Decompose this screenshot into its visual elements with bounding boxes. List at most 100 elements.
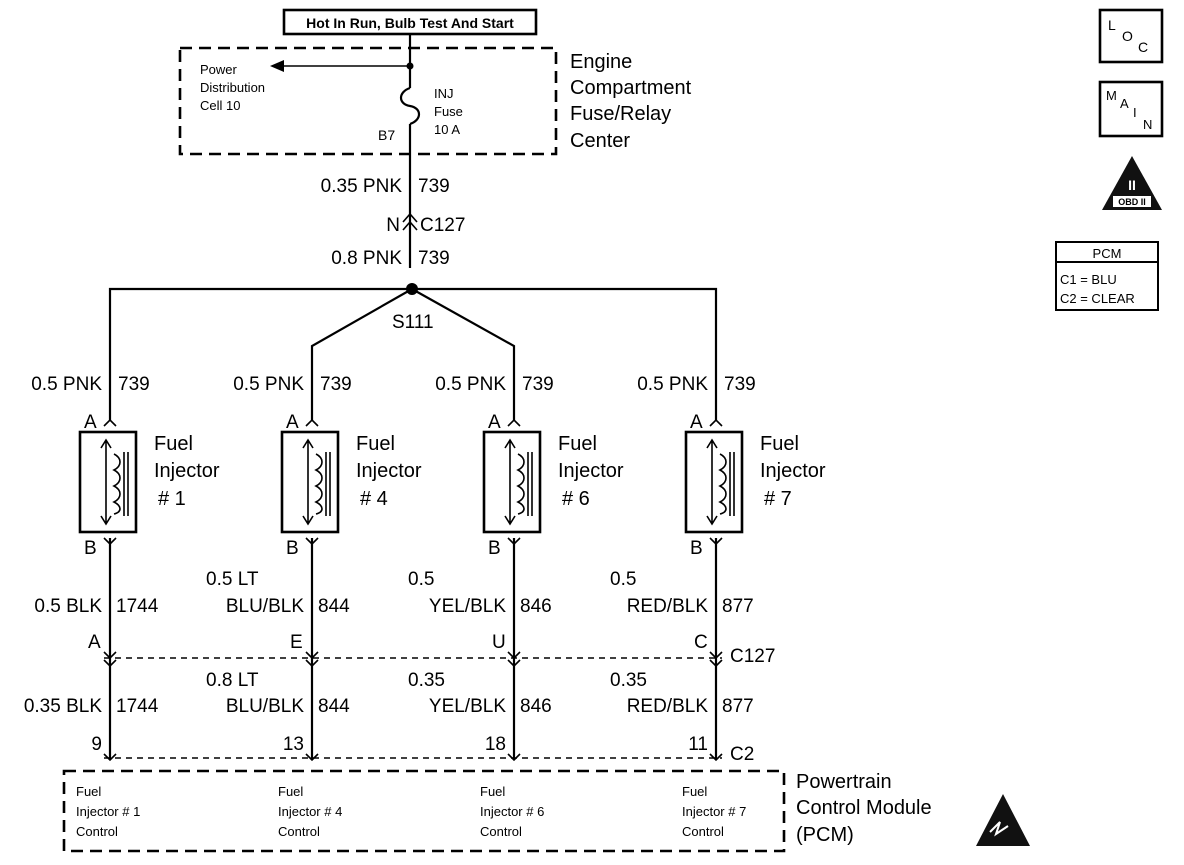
injector-feed-wire: 0.5 PNK bbox=[637, 374, 708, 395]
injector-core-icon bbox=[123, 452, 129, 516]
c127-pin: E bbox=[290, 632, 303, 653]
injector-name: Fuel bbox=[760, 433, 799, 455]
injector-feed-circuit: 739 bbox=[118, 374, 150, 395]
obd-numeral: II bbox=[1128, 177, 1136, 193]
injector-out-circuit: 1744 bbox=[116, 596, 159, 617]
power-distribution-label: Distribution bbox=[200, 80, 265, 95]
fuse-center-title-line: Engine bbox=[570, 51, 632, 73]
arrow-left-icon bbox=[270, 60, 284, 72]
pcm-wire: RED/BLK bbox=[627, 696, 709, 717]
fuse-center-title-line: Fuse/Relay bbox=[570, 103, 671, 125]
injector-out-wire: 0.5 bbox=[408, 569, 434, 590]
c2-connector-label: C2 bbox=[730, 744, 754, 765]
inline-connector-icon bbox=[709, 651, 723, 668]
injector-core-icon bbox=[325, 452, 331, 516]
pcm-wire: 0.8 LT bbox=[206, 670, 259, 691]
c127-label: C127 bbox=[420, 215, 465, 236]
pcm-circuit: 1744 bbox=[116, 696, 159, 717]
fuse-icon bbox=[399, 86, 421, 126]
pcm-function-label: Injector # 4 bbox=[278, 804, 342, 819]
splice-label: S111 bbox=[392, 312, 434, 333]
injector-out-circuit: 846 bbox=[520, 596, 552, 617]
pcm-title-line: Control Module bbox=[796, 797, 932, 819]
main-letter: N bbox=[1143, 117, 1152, 132]
current-path-arrows bbox=[302, 438, 314, 526]
injector-name: Fuel bbox=[356, 433, 395, 455]
pcm-function-label: Injector # 7 bbox=[682, 804, 746, 819]
loc-letter: L bbox=[1108, 17, 1116, 33]
injector-feed-circuit: 739 bbox=[522, 374, 554, 395]
obd-label: OBD II bbox=[1118, 197, 1146, 207]
injector-name: Fuel bbox=[558, 433, 597, 455]
injector-core-icon bbox=[729, 452, 735, 516]
injector-feed-wire: 0.5 PNK bbox=[31, 374, 102, 395]
branch-wire-injector-6 bbox=[411, 288, 516, 420]
esd-warning-icon bbox=[976, 794, 1030, 846]
c2-pin: 13 bbox=[283, 734, 304, 755]
pcm-box bbox=[62, 769, 786, 853]
fuel-injector-body bbox=[482, 430, 542, 534]
fuse-center-title: Engine Compartment Fuse/Relay Center bbox=[570, 51, 692, 152]
main-letter: I bbox=[1133, 105, 1137, 120]
connector-pin-icon bbox=[709, 753, 723, 762]
feed-lower-circuit: 739 bbox=[418, 248, 450, 269]
injector-out-wire: 0.5 BLK bbox=[34, 596, 102, 617]
fuse-center-title-line: Center bbox=[570, 130, 630, 152]
fuel-injector-body bbox=[78, 430, 138, 534]
pcm-function-label: Fuel bbox=[682, 784, 707, 799]
fuel-injector-body bbox=[280, 430, 340, 534]
injector-feed-wire: 0.5 PNK bbox=[435, 374, 506, 395]
injector-out-wire: 0.5 bbox=[610, 569, 636, 590]
c127-pin: C bbox=[694, 632, 708, 653]
pcm-legend-title: PCM bbox=[1093, 246, 1122, 261]
power-label: Hot In Run, Bulb Test And Start bbox=[306, 15, 514, 31]
injector-pin-b: B bbox=[488, 538, 501, 559]
obd-ii-icon: II OBD II bbox=[1102, 156, 1162, 210]
current-path-arrows bbox=[504, 438, 516, 526]
injector-coil-icon bbox=[516, 453, 525, 515]
injector-name: Fuel bbox=[154, 433, 193, 455]
pcm-function-label: Control bbox=[278, 824, 320, 839]
injector-out-circuit: 844 bbox=[318, 596, 350, 617]
injector-out-wire: BLU/BLK bbox=[226, 596, 304, 617]
feed-lower-wire: 0.8 PNK bbox=[331, 248, 402, 269]
injector-out-wire: RED/BLK bbox=[627, 596, 709, 617]
connector-pin-icon bbox=[103, 753, 117, 762]
injector-name: # 4 bbox=[360, 488, 388, 510]
injector-core-icon bbox=[527, 452, 533, 516]
fuse-label: Fuse bbox=[434, 104, 463, 119]
c127-pin: U bbox=[492, 632, 506, 653]
c2-pin: 18 bbox=[485, 734, 506, 755]
c2-pin: 9 bbox=[91, 734, 102, 755]
feed-upper-wire: 0.35 PNK bbox=[321, 176, 403, 197]
pcm-function-label: Control bbox=[76, 824, 118, 839]
pcm-wire: BLU/BLK bbox=[226, 696, 304, 717]
injector-coil-icon bbox=[112, 453, 121, 515]
injector-name: Injector bbox=[356, 460, 422, 482]
injector-name: # 7 bbox=[764, 488, 792, 510]
pcm-function-label: Control bbox=[480, 824, 522, 839]
fuse-center-title-line: Compartment bbox=[570, 77, 692, 99]
pcm-function-label: Control bbox=[682, 824, 724, 839]
injector-name: Injector bbox=[558, 460, 624, 482]
injector-pin-b: B bbox=[84, 538, 97, 559]
connector-pin-icon bbox=[507, 753, 521, 762]
fuse-terminal-label: B7 bbox=[378, 127, 395, 143]
power-distribution-label: Cell 10 bbox=[200, 98, 240, 113]
main-icon: M A I N bbox=[1098, 80, 1164, 138]
pcm-wire: 0.35 BLK bbox=[24, 696, 102, 717]
injector-name: Injector bbox=[760, 460, 826, 482]
loc-letter: O bbox=[1122, 28, 1133, 44]
splice-dot bbox=[406, 62, 414, 70]
injector-out-wire: 0.5 LT bbox=[206, 569, 259, 590]
pcm-circuit: 846 bbox=[520, 696, 552, 717]
c127-pin-label: N bbox=[386, 215, 400, 236]
connector-pin-icon bbox=[305, 418, 319, 427]
injector-feed-circuit: 739 bbox=[320, 374, 352, 395]
injector-feed-circuit: 739 bbox=[724, 374, 756, 395]
fuse-label: 10 A bbox=[434, 122, 460, 137]
pcm-legend: PCM C1 = BLU C2 = CLEAR bbox=[1055, 241, 1159, 311]
injector-pin-a: A bbox=[690, 412, 703, 433]
pcm-circuit: 877 bbox=[722, 696, 754, 717]
